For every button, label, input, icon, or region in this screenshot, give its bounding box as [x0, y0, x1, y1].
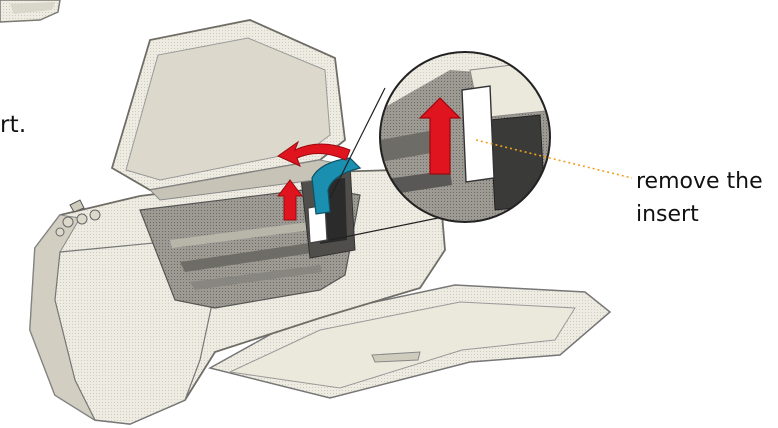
callout-label: remove the insert — [636, 165, 778, 231]
curved-arrow-icon — [276, 140, 351, 167]
printer-cover — [110, 19, 362, 201]
magnifier-leader-lines — [329, 87, 439, 241]
callout-line-1: remove the — [636, 169, 763, 194]
blue-tab — [311, 157, 362, 215]
instruction-text-fragment: rt. — [0, 112, 27, 138]
callout-leader — [475, 139, 633, 179]
up-arrow-icon — [277, 179, 303, 221]
magnifier-circle — [379, 51, 551, 223]
previous-figure-fragment — [0, 0, 61, 23]
callout-line-2: insert — [636, 202, 699, 227]
